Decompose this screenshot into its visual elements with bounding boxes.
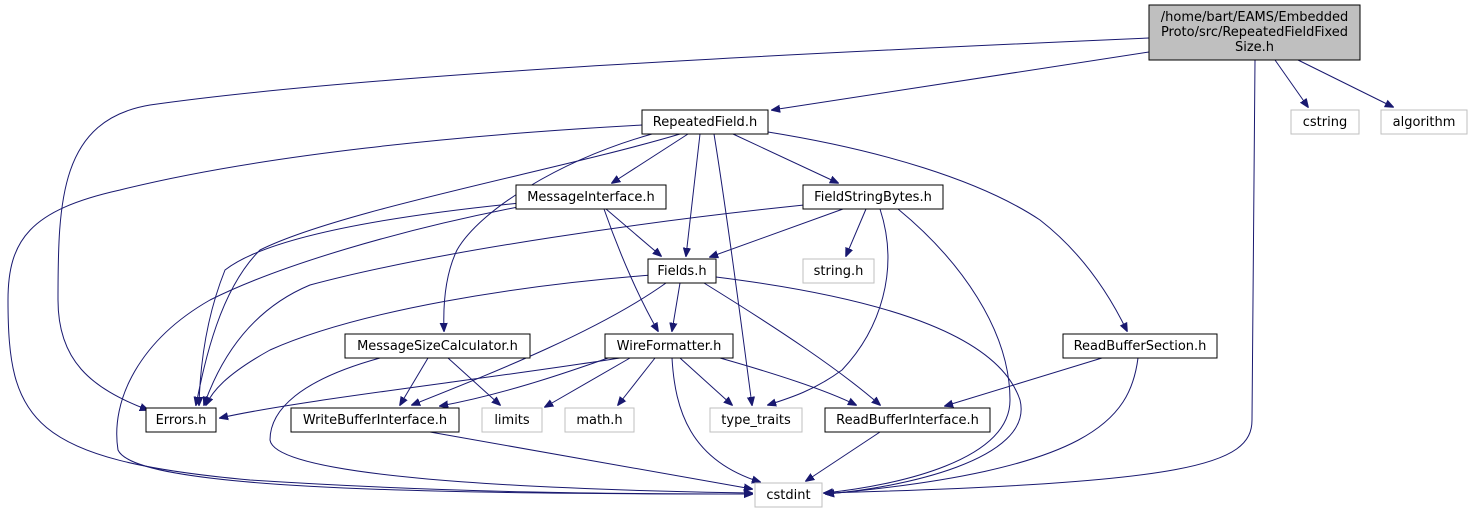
edge-root-to-cstring [1274, 59, 1308, 107]
node-label: WriteBufferInterface.h [303, 413, 447, 428]
edge-repeated-to-msgsize [444, 133, 653, 331]
node-label: MessageInterface.h [527, 190, 655, 205]
edge-msgsize-to-cstdint [269, 357, 752, 493]
node-read-buffer-section[interactable]: ReadBufferSection.h [1062, 333, 1218, 359]
edge-msgiface-to-wirefmt [603, 208, 658, 331]
edge-msgiface-to-cstdint [116, 206, 752, 494]
edge-fsb-to-cstdint [825, 208, 1011, 493]
node-label: FieldStringBytes.h [814, 190, 932, 205]
node-write-buffer-interface[interactable]: WriteBufferInterface.h [290, 407, 460, 433]
edge-fields-to-errors [206, 274, 653, 405]
edge-rbiface-to-cstdint [806, 431, 881, 481]
edge-root-to-errors [57, 37, 1150, 410]
node-errors[interactable]: Errors.h [145, 407, 217, 433]
node-label: RepeatedField.h [653, 115, 757, 130]
node-label: Errors.h [156, 413, 207, 428]
dependency-edges [7, 37, 1393, 494]
node-type-traits[interactable]: type_traits [709, 407, 803, 433]
node-algorithm[interactable]: algorithm [1380, 109, 1468, 135]
root-line-3: Size.h [1235, 40, 1274, 55]
node-label: MessageSizeCalculator.h [357, 339, 518, 354]
edge-repeated-to-errors [196, 133, 681, 405]
edge-fsb-to-errors [204, 204, 805, 405]
edge-repeated-to-msgiface [612, 133, 689, 183]
edge-wirefmt-to-typetraits [679, 357, 732, 405]
edge-fields-to-wirefmt [672, 282, 681, 331]
edge-msgsize-to-limits [447, 357, 500, 405]
node-label: Fields.h [657, 264, 706, 279]
edge-repeated-to-fsb [732, 133, 838, 183]
node-label: ReadBufferInterface.h [836, 413, 979, 428]
node-label: cstdint [766, 488, 810, 503]
edge-fields-to-wbiface [412, 282, 667, 405]
edge-repeated-to-fields [686, 133, 701, 256]
node-label: cstring [1303, 115, 1347, 130]
root-line-1: /home/bart/EAMS/Embedded [1161, 10, 1349, 25]
node-read-buffer-interface[interactable]: ReadBufferInterface.h [824, 407, 991, 433]
node-wire-formatter[interactable]: WireFormatter.h [604, 333, 734, 359]
edge-root-to-repeated [772, 51, 1150, 110]
node-message-interface[interactable]: MessageInterface.h [515, 184, 667, 210]
node-limits[interactable]: limits [481, 407, 543, 433]
edge-rbsection-to-cstdint [826, 357, 1139, 494]
edge-wirefmt-to-errors [220, 357, 621, 418]
edge-root-to-algorithm [1297, 59, 1393, 107]
node-label: WireFormatter.h [617, 339, 722, 354]
node-field-string-bytes[interactable]: FieldStringBytes.h [802, 184, 944, 210]
node-root-file[interactable]: /home/bart/EAMS/Embedded Proto/src/Repea… [1148, 4, 1361, 61]
node-repeated-field[interactable]: RepeatedField.h [641, 109, 769, 135]
root-line-2: Proto/src/RepeatedFieldFixed [1161, 25, 1348, 40]
node-label: ReadBufferSection.h [1074, 339, 1207, 354]
node-label: string.h [814, 264, 864, 279]
edge-fields-to-rbiface [703, 282, 880, 405]
edge-wirefmt-to-cstdint [671, 357, 760, 482]
node-label: math.h [576, 413, 622, 428]
edge-msgsize-to-wbiface [400, 357, 429, 405]
edge-wirefmt-to-mathh [618, 357, 656, 405]
edge-msgiface-to-fields [605, 208, 661, 256]
node-message-size-calculator[interactable]: MessageSizeCalculator.h [344, 333, 531, 359]
edge-wirefmt-to-rbiface [719, 357, 856, 405]
edge-fsb-to-typetraits [768, 208, 889, 405]
node-cstdint[interactable]: cstdint [754, 482, 823, 508]
edge-fsb-to-fields [710, 208, 844, 257]
edge-fsb-to-stringh [846, 208, 867, 256]
edge-fields-to-cstdint [715, 276, 1022, 494]
edge-msgiface-to-errors [199, 202, 521, 405]
edge-repeated-to-cstdint [7, 124, 752, 494]
edge-wirefmt-to-wbiface [440, 357, 609, 406]
node-cstring[interactable]: cstring [1290, 109, 1360, 135]
edge-wirefmt-to-limits [545, 357, 631, 407]
node-fields[interactable]: Fields.h [647, 258, 717, 284]
header-nodes: /home/bart/EAMS/Embedded Proto/src/Repea… [145, 4, 1468, 508]
node-string-h[interactable]: string.h [802, 258, 875, 284]
node-label: limits [494, 413, 530, 428]
edge-repeated-to-rbsection [767, 131, 1127, 331]
node-math-h[interactable]: math.h [564, 407, 635, 433]
node-label: type_traits [721, 413, 791, 428]
edge-rbsection-to-rbiface [945, 357, 1103, 406]
node-label: algorithm [1393, 115, 1456, 130]
edge-wbiface-to-cstdint [429, 431, 752, 489]
edge-repeated-to-typetraits [713, 133, 752, 405]
